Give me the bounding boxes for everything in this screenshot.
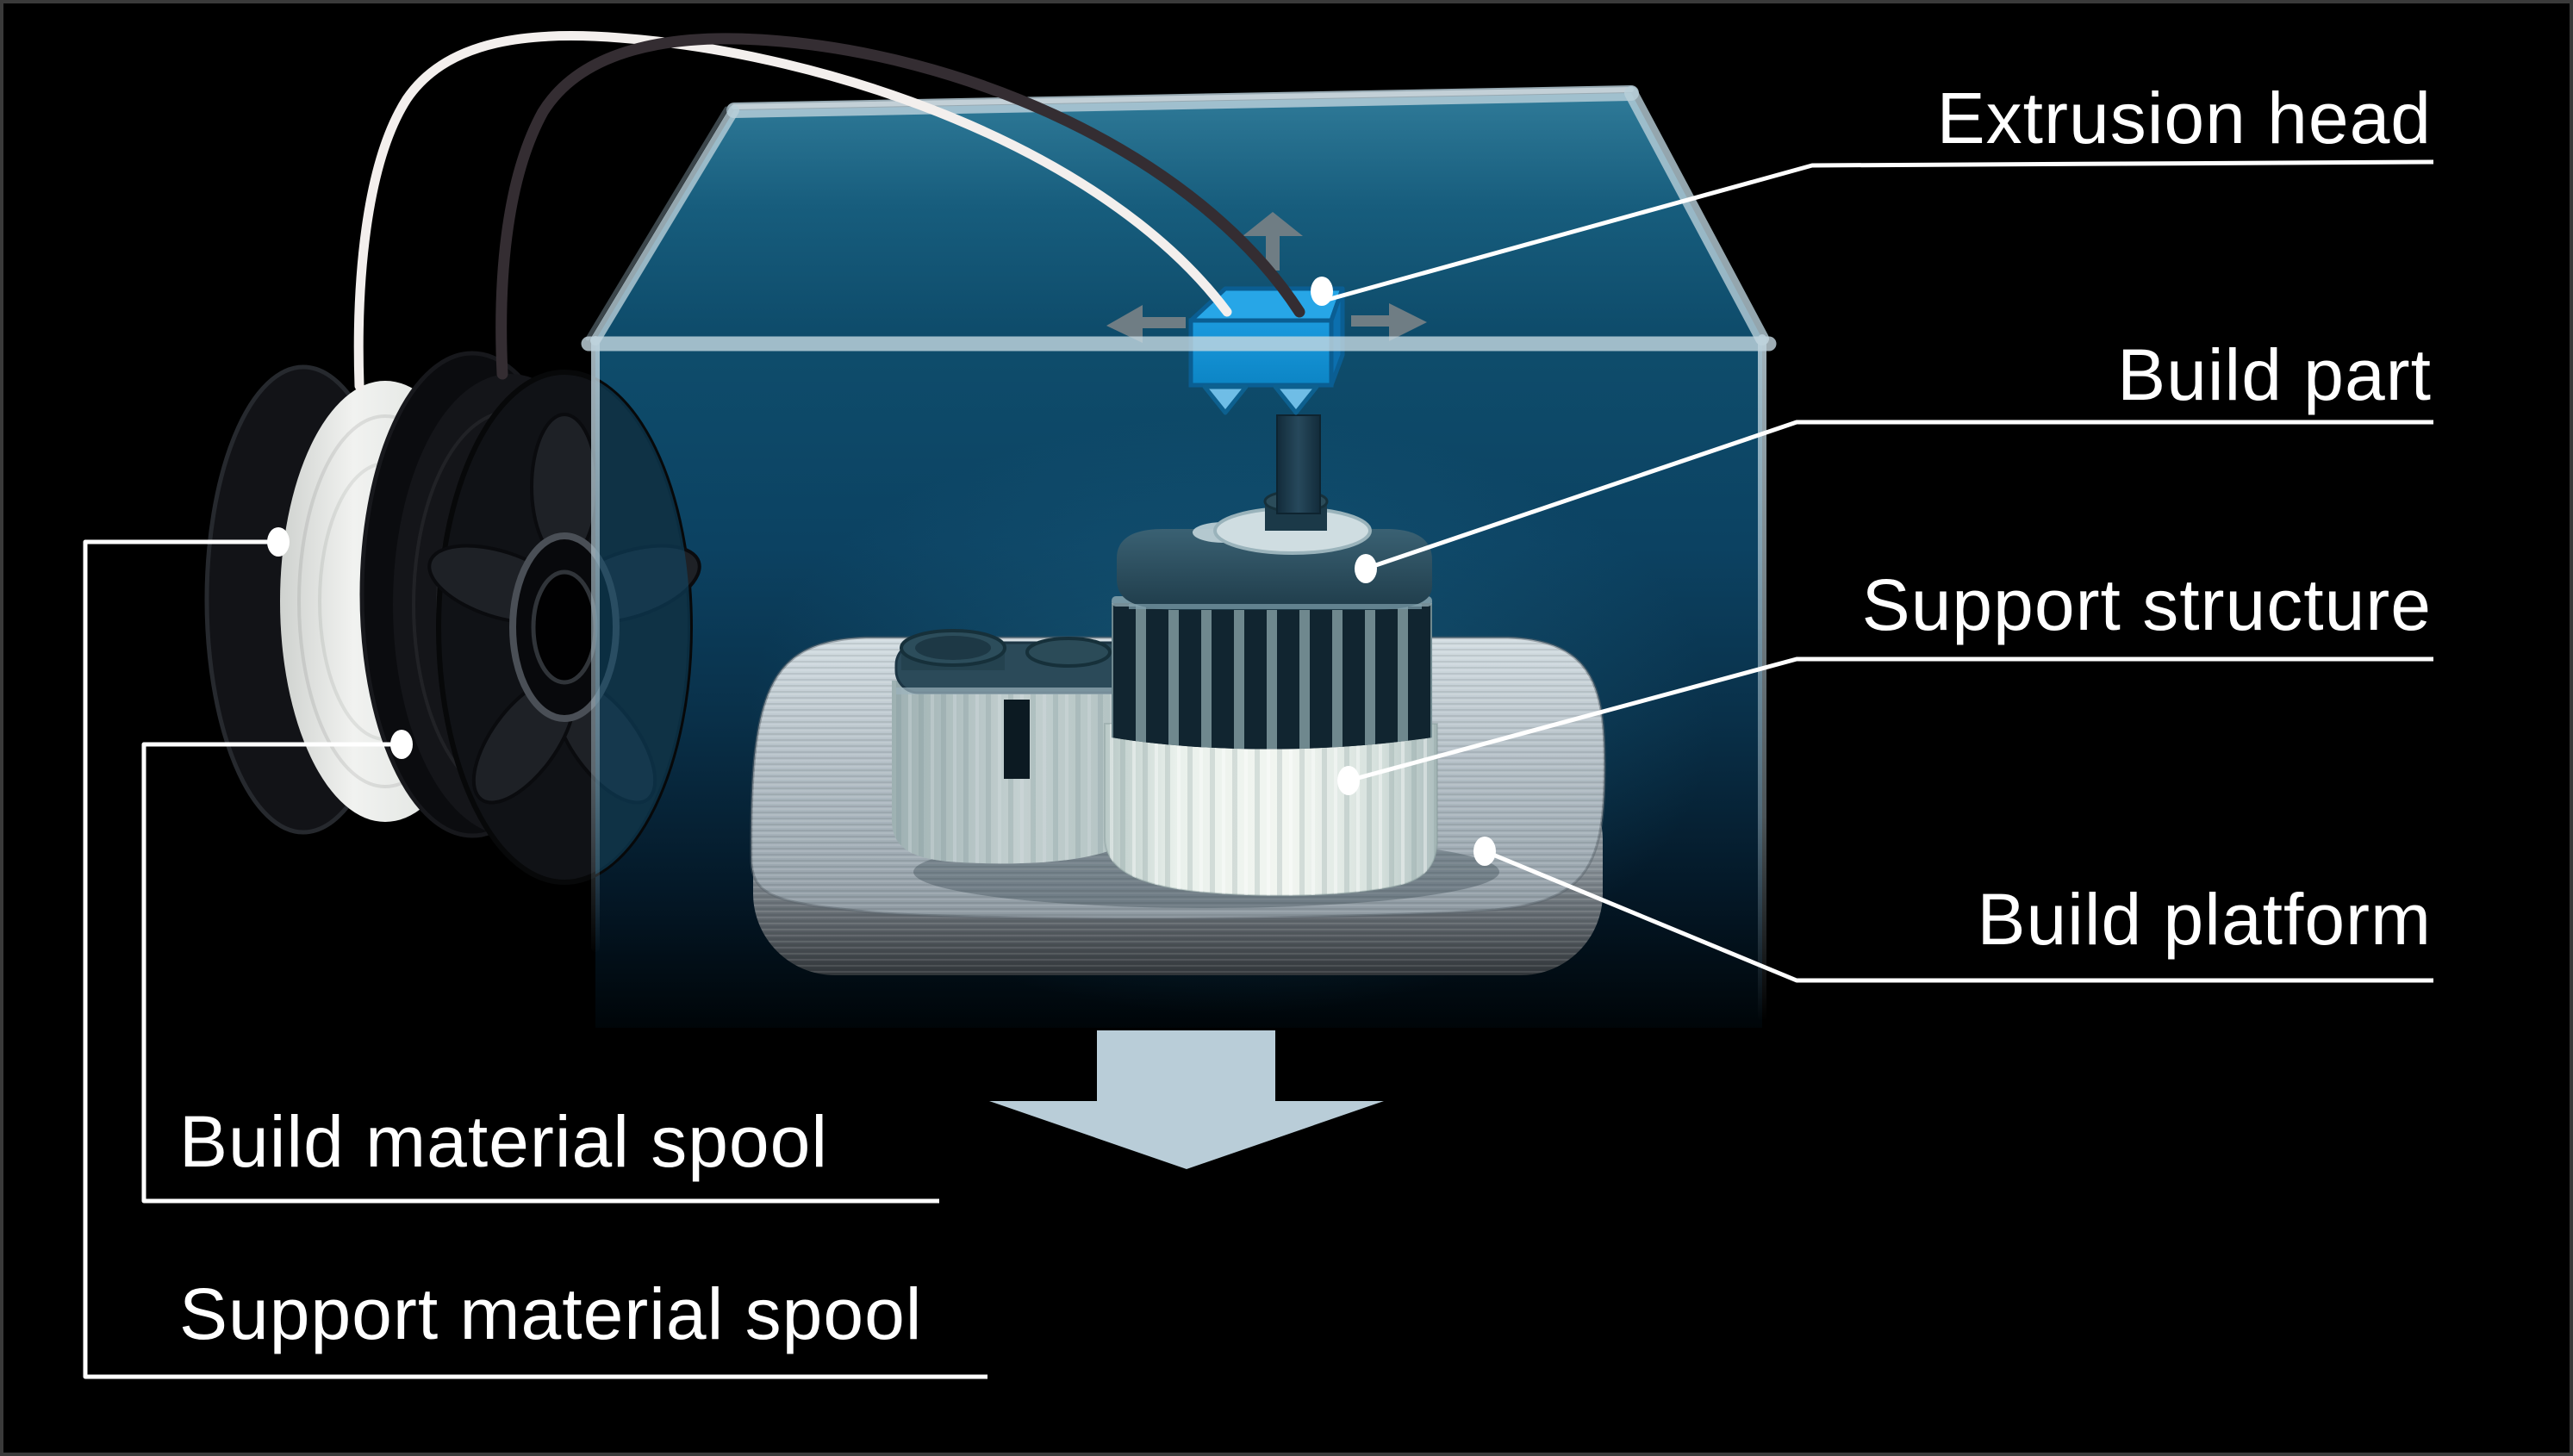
motion-right-arrow-icon [1389,303,1427,341]
secondary-gear [892,629,1146,864]
leader-lines [83,159,2434,1379]
build-part-top-plate [1117,529,1432,610]
extrusion-head-graphic [1188,286,1345,415]
chamber-right-slope-edge [1624,86,1769,345]
chamber-left-slope-edge [590,105,739,345]
dot-support-structure [1337,766,1360,795]
label-build-part: Build part [2117,334,2432,415]
secondary-gear-boss-2 [1025,637,1112,668]
support-structure-ridges [1105,724,1437,896]
leader-support-structure [1348,656,2433,783]
z-column [1276,414,1321,514]
gear-teeth [1112,603,1432,750]
main-gear [1104,489,1438,897]
dot-build-material-spool [390,730,413,759]
platform-down-arrow-shaft [1097,1030,1275,1103]
motion-left-arrow-icon [1141,317,1186,328]
extruder-nozzle-right [1273,384,1319,415]
build-filament-strand [495,33,1305,380]
motion-up-arrow-icon [1243,212,1303,236]
chamber-back-top-highlight [732,87,1634,109]
label-extrusion-head: Extrusion head [1937,78,2432,159]
leader-build-part [1365,420,2433,571]
dot-support-material-spool [267,527,290,557]
extruder-front-face [1188,318,1334,388]
spool-hub-hole [531,569,598,685]
motion-arrows [1106,212,1427,343]
printed-part [892,414,1438,897]
extruder-nozzle-left [1202,384,1249,415]
motion-up-arrow-icon [1266,233,1280,271]
platform-down-arrow-head [989,1101,1384,1169]
chamber-frame [581,85,1777,1021]
leader-dots [267,277,1496,866]
leader-build-platform [1484,849,2433,983]
label-support-material-spool: Support material spool [179,1273,922,1354]
secondary-gear-boss-top [915,636,991,660]
leader-build-material-spool [141,742,939,1204]
chamber-back-top-edge [726,85,1639,118]
label-build-material-spool: Build material spool [179,1101,828,1182]
secondary-gear-rim [896,688,1144,694]
label-support-structure: Support structure [1862,564,2432,645]
chamber-left-slope-shadow [585,106,729,341]
motion-right-arrow-icon [1351,315,1391,327]
leader-support-material-spool [83,539,987,1379]
platform-down-arrow-icon [989,1030,1384,1169]
dot-build-platform [1473,837,1496,866]
motion-left-arrow-icon [1106,305,1143,343]
dot-build-part [1355,554,1377,583]
support-filament-strand [353,31,1232,391]
dot-extrusion-head [1311,277,1333,306]
label-build-platform: Build platform [1977,879,2432,960]
chamber-top-face [595,93,1762,340]
secondary-gear-slot [1004,700,1030,779]
leader-extrusion-head [1326,159,2434,302]
